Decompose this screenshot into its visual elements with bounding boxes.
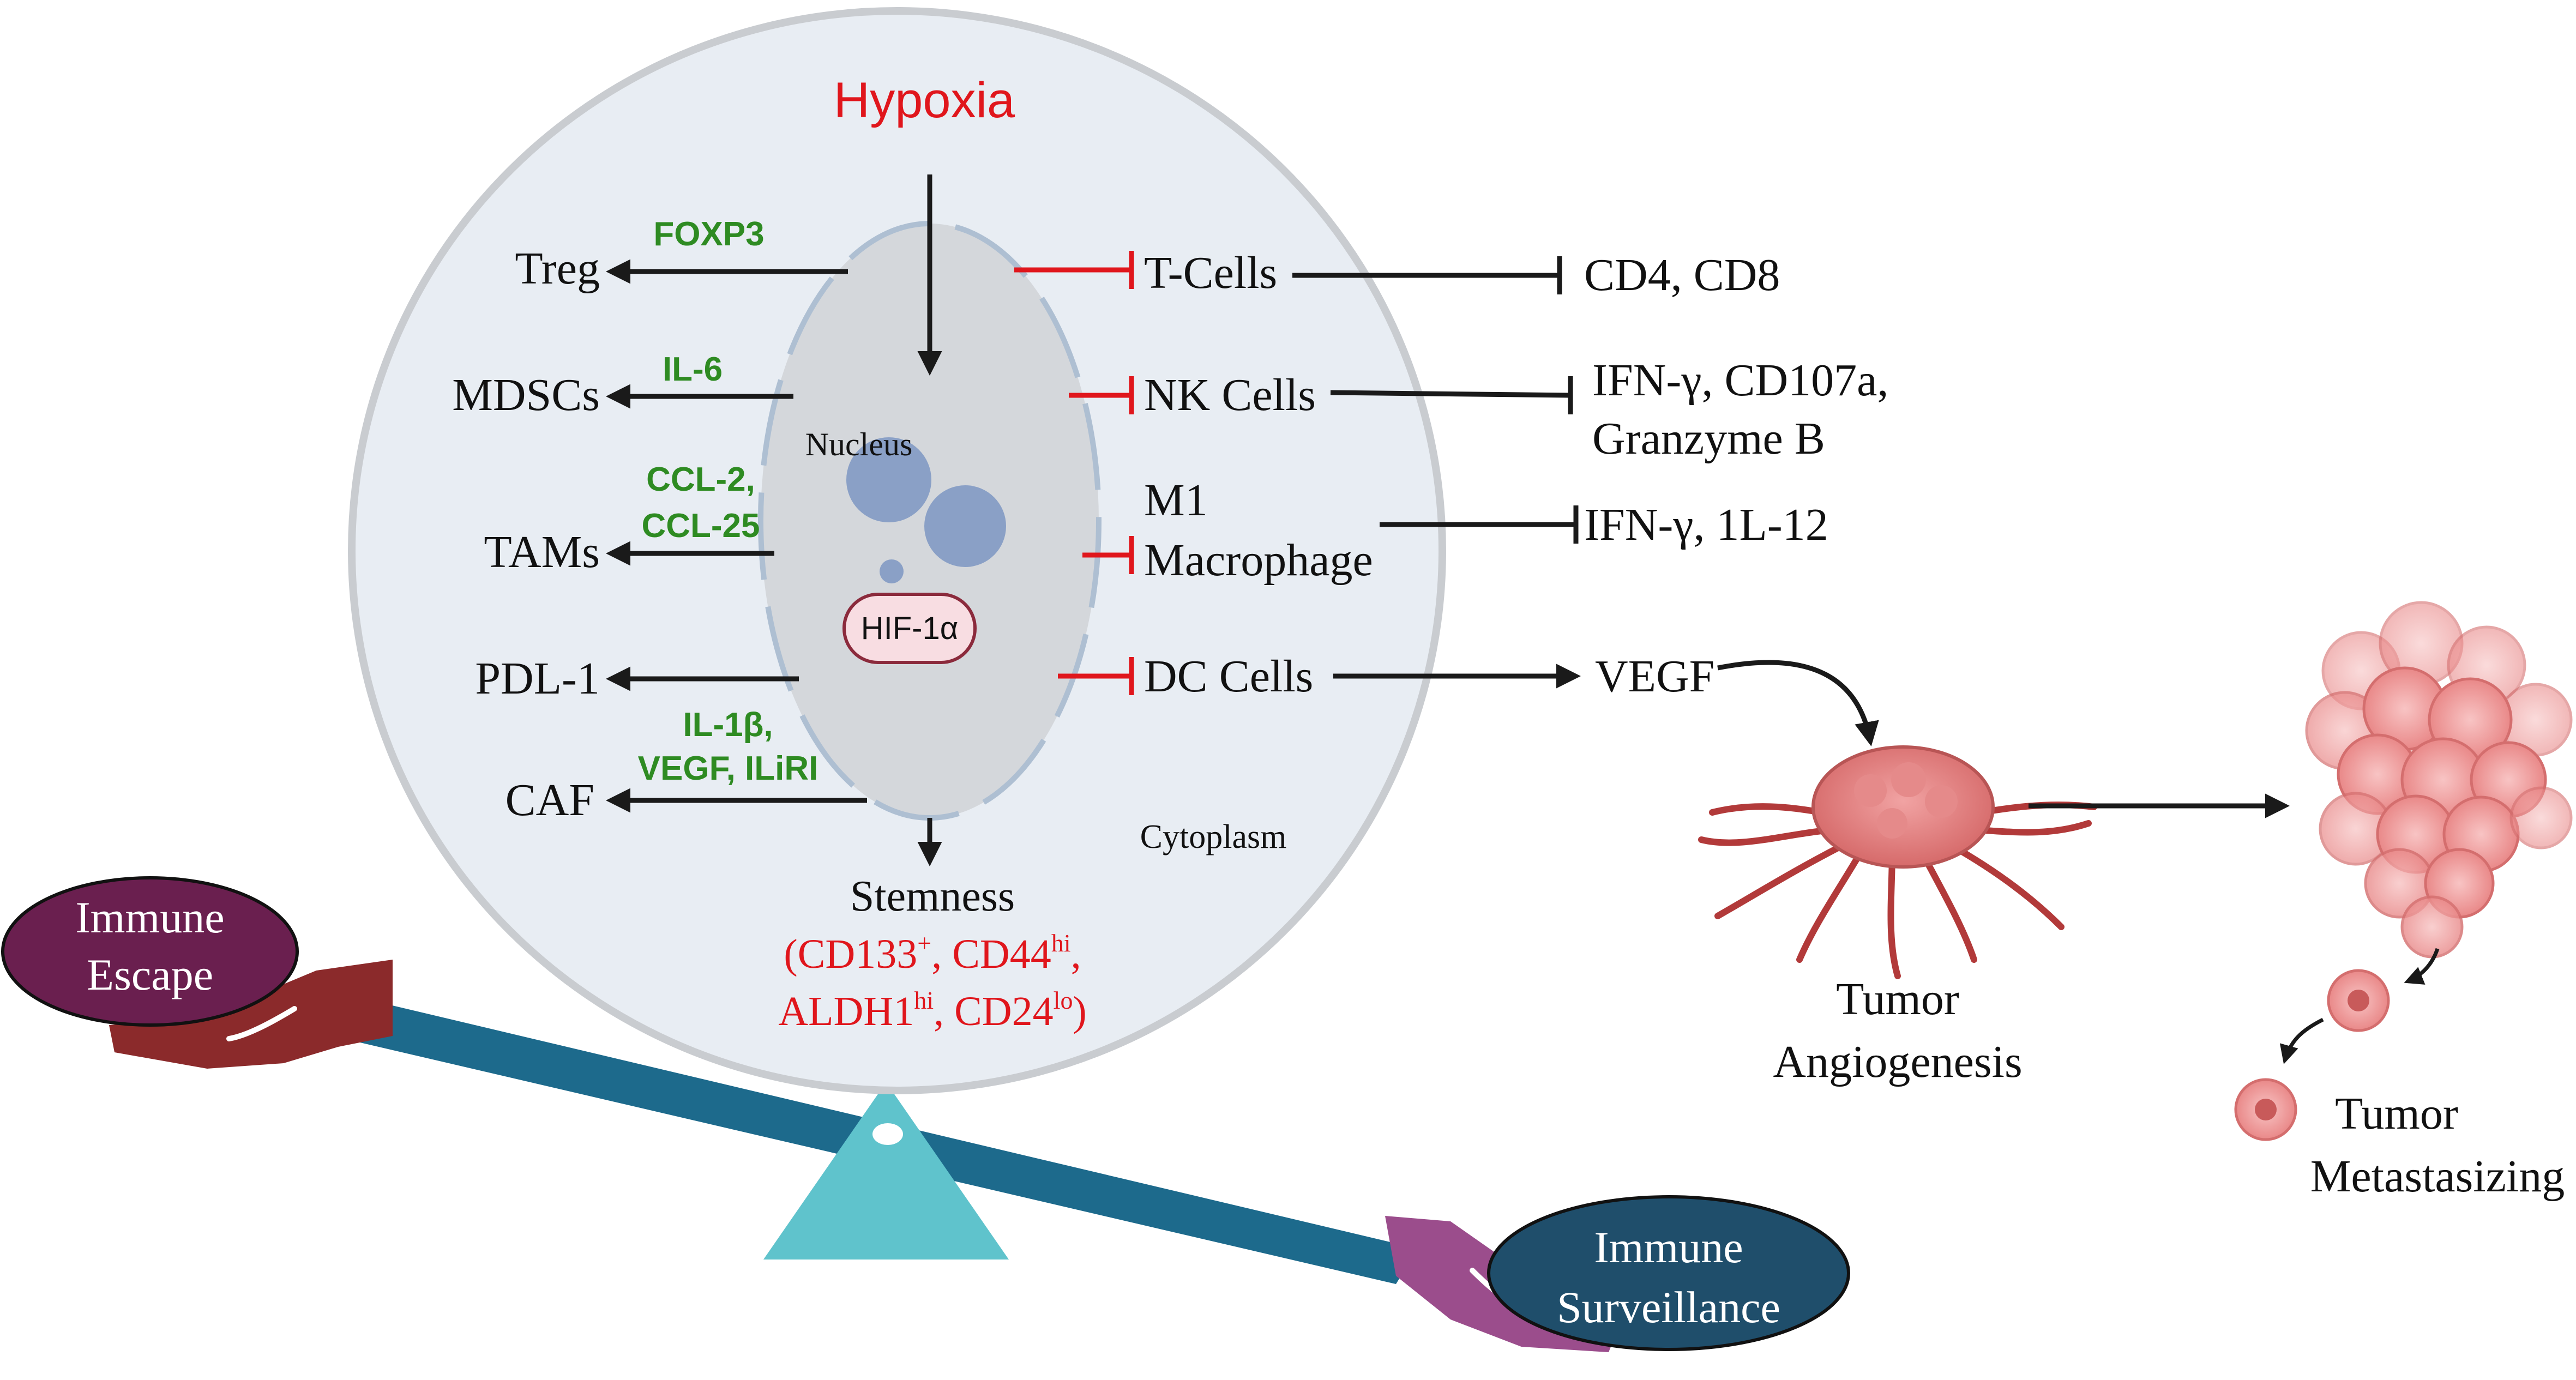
- hypoxia-label: Hypoxia: [834, 73, 1015, 128]
- right-targets: T-Cells CD4, CD8 NK Cells IFN-γ, CD107a,…: [1014, 248, 1888, 702]
- left-outputs: FOXP3 Treg IL-6 MDSCs CCL-2, CCL-25 TAMs…: [452, 215, 867, 825]
- immune-escape-oval: [1, 876, 299, 1027]
- caf-label: CAF: [505, 775, 594, 825]
- immune-escape-line1: Immune: [75, 893, 224, 942]
- nk-effect-line1: IFN-γ, CD107a,: [1592, 355, 1888, 406]
- angiogenesis-line1: Tumor: [1836, 974, 1959, 1025]
- nucleolus-3: [880, 559, 904, 583]
- nucleus: Nucleus HIF-1α: [758, 221, 1102, 821]
- tams-label: TAMs: [484, 527, 600, 577]
- metastasis-arrow-1: [2404, 948, 2440, 985]
- left-hand: [109, 960, 393, 1069]
- immune-surveillance-oval: [1487, 1195, 1850, 1351]
- immune-escape-line2: Escape: [87, 950, 213, 999]
- dc-cells-label: DC Cells: [1144, 651, 1313, 702]
- nk-cells-label: NK Cells: [1144, 370, 1316, 420]
- nk-effect-line: [1330, 390, 1571, 398]
- tumor-cell-cluster: [2305, 601, 2573, 959]
- primary-tumor: [1811, 745, 1995, 869]
- vegf-to-tumor-arrow: [1717, 660, 1879, 746]
- ccl2-mediator: CCL-2,: [646, 461, 755, 498]
- nk-effect-line2: Granzyme B: [1592, 413, 1825, 464]
- angiogenesis-line2: Angiogenesis: [1773, 1036, 2022, 1087]
- pdl1-label: PDL-1: [475, 653, 600, 704]
- mdscs-label: MDSCs: [452, 370, 600, 420]
- nucleolus-1: [846, 437, 931, 522]
- tumor-angiogenesis: Tumor Angiogenesis: [1698, 660, 2290, 1087]
- vegf-label: VEGF: [1595, 651, 1714, 702]
- vegf-iliri-mediator: VEGF, ILiRI: [638, 750, 818, 787]
- treg-label: Treg: [515, 243, 600, 294]
- macrophage-label: Macrophage: [1144, 535, 1373, 586]
- m1-effect-label: IFN-γ, 1L-12: [1584, 499, 1828, 550]
- nucleus-label: Nucleus: [805, 426, 913, 462]
- stemness: Stemness (CD133+, CD44hi, ALDH1hi, CD24l…: [778, 818, 1087, 1034]
- cd4-cd8-label: CD4, CD8: [1584, 250, 1780, 300]
- immune-surveillance-line2: Surveillance: [1557, 1282, 1780, 1332]
- m1-label: M1: [1144, 475, 1208, 526]
- metastasis-line2: Metastasizing: [2310, 1151, 2565, 1202]
- tcells-label: T-Cells: [1144, 248, 1277, 298]
- cell: Nucleus HIF-1α Hypoxia Cytoplasm FOXP3 T…: [348, 7, 1446, 1094]
- metastasis-arrow-2: [2279, 1017, 2324, 1064]
- il6-mediator: IL-6: [663, 351, 723, 388]
- stemness-title: Stemness: [850, 872, 1015, 920]
- hif-label: HIF-1α: [861, 611, 959, 646]
- tumor-metastasis: Tumor Metastasizing: [2234, 601, 2573, 1202]
- stemness-markers-line2: ALDH1hi, CD24lo): [778, 986, 1087, 1034]
- ccl25-mediator: CCL-25: [641, 507, 760, 545]
- balance-seesaw: Immune Escape Immune Surveillance: [1, 876, 1850, 1352]
- immune-surveillance-line1: Immune: [1594, 1222, 1743, 1272]
- hif-badge: [842, 593, 977, 664]
- nucleolus-2: [924, 485, 1006, 567]
- il1b-mediator: IL-1β,: [683, 706, 773, 744]
- stemness-markers-line1: (CD133+, CD44hi,: [784, 929, 1081, 977]
- metastasis-line1: Tumor: [2335, 1088, 2458, 1139]
- foxp3-mediator: FOXP3: [653, 215, 764, 253]
- fulcrum-triangle: [763, 1082, 1009, 1260]
- fulcrum-hole: [872, 1123, 903, 1145]
- cytoplasm-label: Cytoplasm: [1140, 818, 1287, 855]
